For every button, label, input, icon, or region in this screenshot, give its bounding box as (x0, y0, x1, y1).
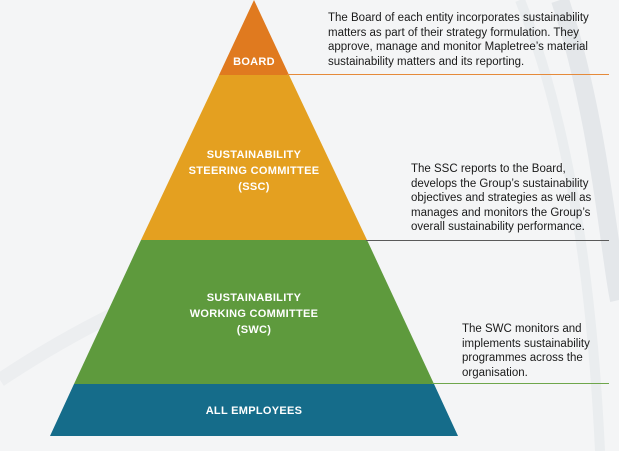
swc-label-line-3: (SWC) (236, 324, 272, 336)
swc-description: The SWC monitors and implements sustaina… (462, 323, 590, 379)
ssc-label-line-3: (SSC) (238, 181, 270, 193)
employees-label: ALL EMPLOYEES (154, 403, 354, 419)
ssc-label-line-1: SUSTAINABILITY (206, 149, 302, 161)
employees-label-line: ALL EMPLOYEES (205, 405, 303, 417)
tier-board (219, 0, 289, 75)
swc-label-line-1: SUSTAINABILITY (206, 292, 302, 304)
swc-rule (432, 383, 609, 384)
board-rule (287, 74, 609, 75)
swc-label-line-2: WORKING COMMITTEE (189, 308, 319, 320)
ssc-label: SUSTAINABILITY STEERING COMMITTEE (SSC) (164, 147, 344, 195)
tier-swc (74, 240, 434, 384)
board-label-line: BOARD (233, 56, 275, 68)
board-description: The Board of each entity incorporates su… (328, 12, 589, 68)
ssc-label-line-2: STEERING COMMITTEE (188, 165, 320, 177)
board-label: BOARD (204, 54, 304, 70)
ssc-description: The SSC reports to the Board, develops t… (411, 163, 592, 233)
tier-ssc (141, 75, 367, 240)
ssc-rule (366, 240, 609, 241)
swc-label: SUSTAINABILITY WORKING COMMITTEE (SWC) (154, 290, 354, 338)
tier-employees (50, 384, 458, 436)
